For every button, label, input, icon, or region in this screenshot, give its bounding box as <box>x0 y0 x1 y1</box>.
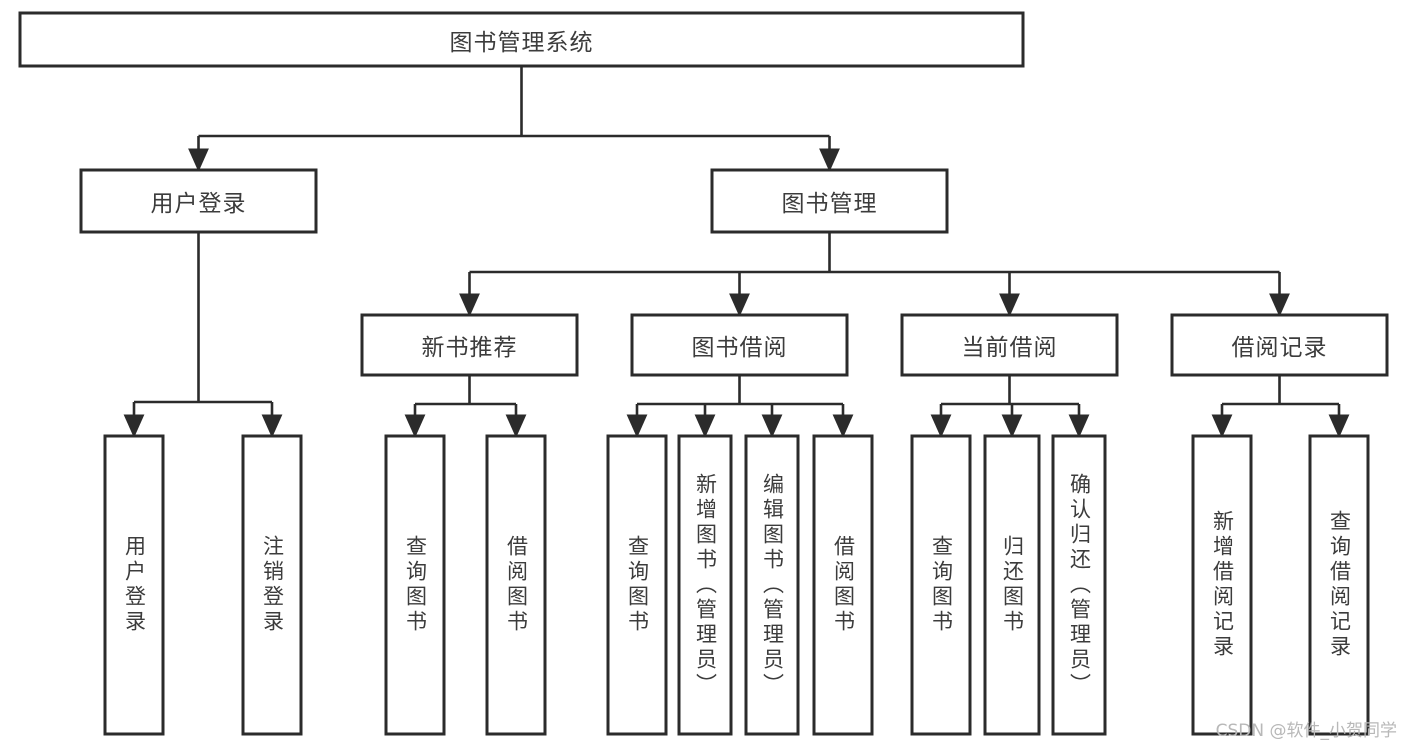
node-box-leaf-logout <box>241 434 303 736</box>
node-boxes <box>18 11 1389 736</box>
node-box-leaf-query-book-1 <box>384 434 446 736</box>
node-box-new-book-rec <box>360 313 579 377</box>
node-box-borrow-record <box>1170 313 1389 377</box>
node-box-leaf-add-record <box>1191 434 1253 736</box>
node-box-user-login <box>79 168 318 234</box>
node-box-leaf-query-record <box>1308 434 1370 736</box>
node-box-leaf-borrow-book-1 <box>485 434 547 736</box>
node-box-leaf-user-login <box>103 434 165 736</box>
node-box-leaf-query-book-3 <box>910 434 972 736</box>
node-box-current-borrow <box>900 313 1119 377</box>
node-box-leaf-edit-book <box>744 434 800 736</box>
node-box-leaf-return-book <box>983 434 1041 736</box>
node-box-leaf-add-book <box>677 434 733 736</box>
node-box-leaf-borrow-book-2 <box>812 434 874 736</box>
node-box-leaf-query-book-2 <box>606 434 668 736</box>
node-box-root <box>18 11 1025 68</box>
node-box-book-borrow <box>630 313 849 377</box>
node-box-leaf-confirm-return <box>1051 434 1107 736</box>
node-box-book-manage <box>710 168 949 234</box>
connector-lines <box>123 66 1350 438</box>
